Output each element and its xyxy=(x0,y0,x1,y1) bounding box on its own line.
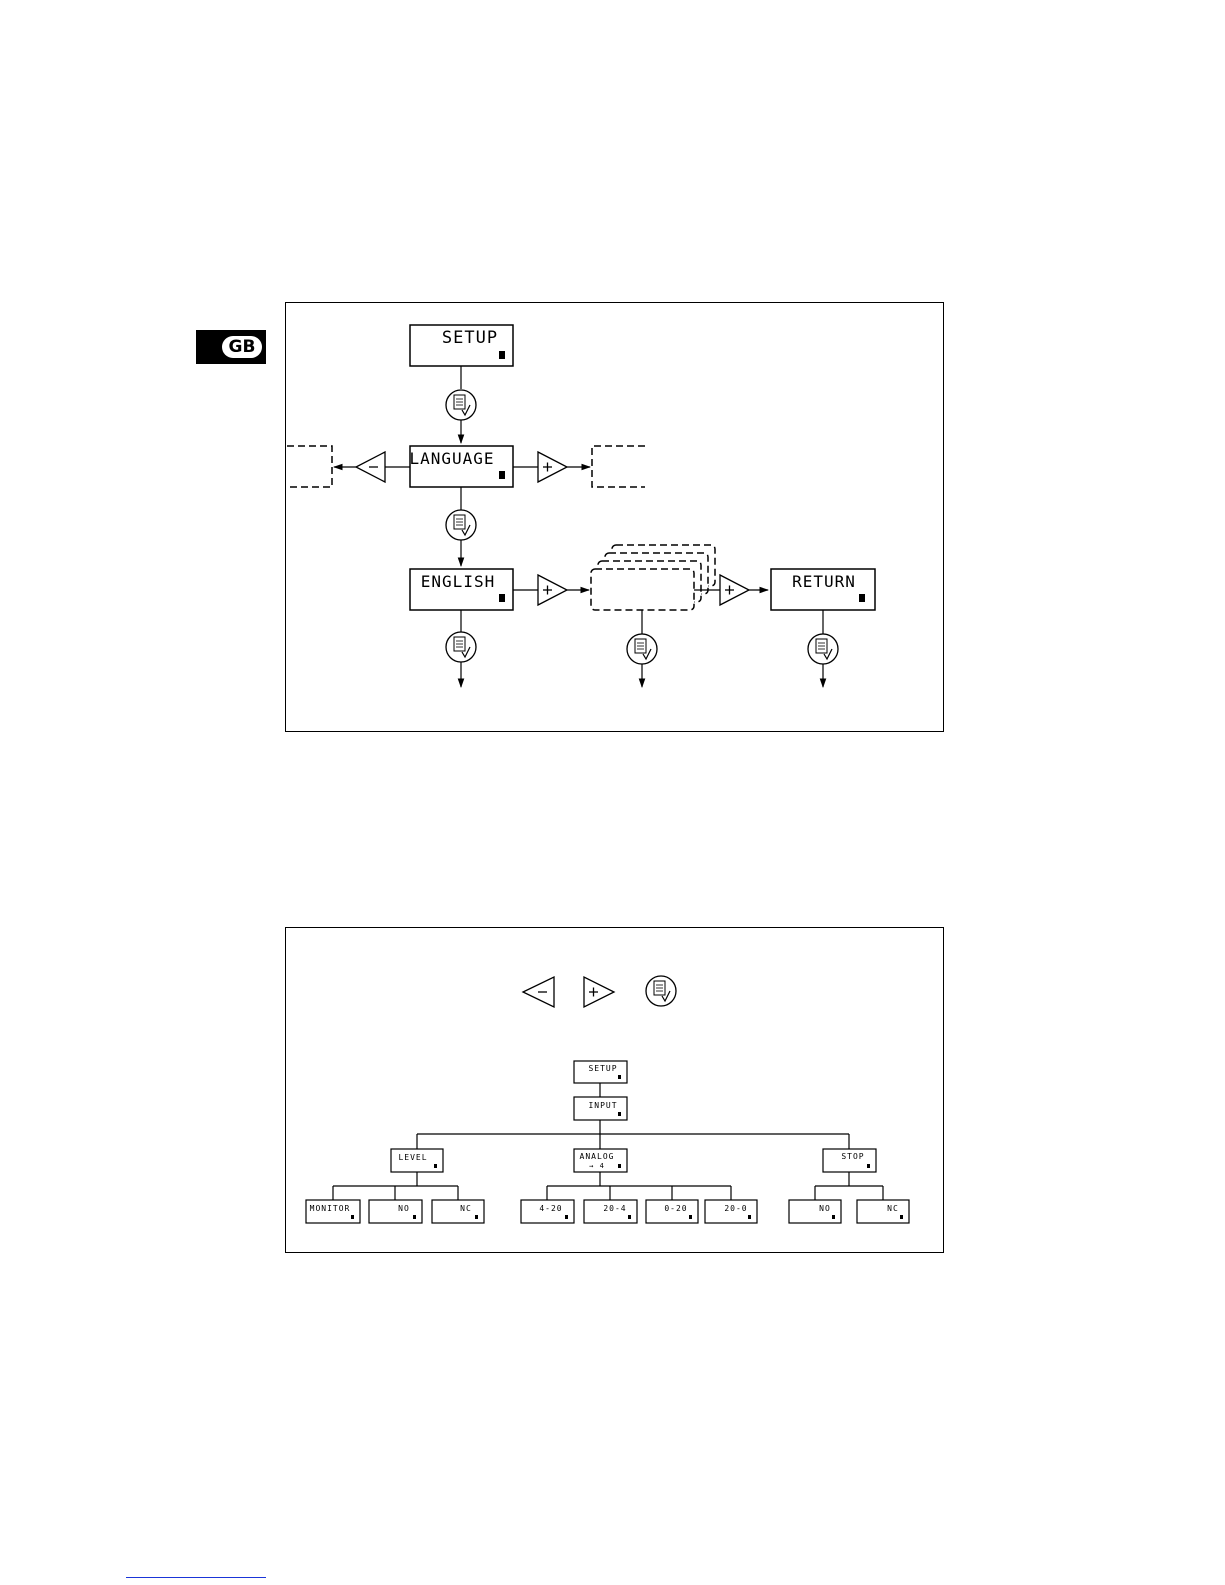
display-cursor-icon xyxy=(499,351,505,359)
language-display-label: LANGUAGE xyxy=(409,449,494,468)
tree-leaf-label: MONITOR xyxy=(310,1204,351,1213)
display-cursor-icon xyxy=(499,471,505,479)
minus-button-icon xyxy=(523,977,554,1007)
tree-leaf-label: NO xyxy=(819,1204,831,1213)
enter-button-icon xyxy=(446,510,476,540)
tree-analog-label: ANALOG xyxy=(580,1152,615,1161)
tree-setup-node: SETUP xyxy=(574,1061,627,1083)
tree-level-node: LEVEL xyxy=(391,1149,443,1172)
tree-leaf-label: NO xyxy=(398,1204,410,1213)
language-display: LANGUAGE xyxy=(409,446,513,487)
tree-analog-node: ANALOG → 4 xyxy=(574,1149,627,1172)
tree-leaf-label: 20-0 xyxy=(724,1204,747,1213)
minus-button-icon xyxy=(356,452,385,482)
tree-leaf-node: 4-20 xyxy=(521,1200,574,1223)
return-display: RETURN xyxy=(771,569,875,610)
tree-leaf-label: 0-20 xyxy=(664,1204,687,1213)
return-display-label: RETURN xyxy=(792,572,856,591)
display-cursor-icon xyxy=(859,594,865,602)
tree-leaf-node: NO xyxy=(369,1200,422,1223)
tree-leaf-node: NC xyxy=(857,1200,909,1223)
next-menu-dashed-box xyxy=(592,446,645,487)
english-display: ENGLISH xyxy=(410,569,513,610)
enter-button-icon xyxy=(446,390,476,420)
plus-button-icon xyxy=(538,575,567,605)
tree-leaf-label: NC xyxy=(887,1204,899,1213)
tree-leaf-node: MONITOR xyxy=(306,1200,360,1223)
tree-leaf-node: 0-20 xyxy=(646,1200,698,1223)
enter-button-icon xyxy=(808,634,838,664)
enter-button-icon xyxy=(627,634,657,664)
enter-button-icon xyxy=(446,632,476,662)
tree-input-node: INPUT xyxy=(574,1097,627,1120)
tree-leaf-node: NC xyxy=(432,1200,484,1223)
footer-link-underline xyxy=(126,1577,266,1578)
tree-leaf-node: 20-0 xyxy=(705,1200,757,1223)
setup-display-label: SETUP xyxy=(442,328,498,348)
tree-leaf-node: 20-4 xyxy=(584,1200,637,1223)
plus-button-icon xyxy=(720,575,749,605)
plus-button-icon xyxy=(538,452,567,482)
english-display-label: ENGLISH xyxy=(421,572,495,591)
other-languages-stack xyxy=(591,545,715,610)
tree-leaf-label: 4-20 xyxy=(539,1204,562,1213)
tree-leaf-label: 20-4 xyxy=(603,1204,626,1213)
tree-leaf-node: NO xyxy=(789,1200,841,1223)
tree-analog-sublabel: → 4 xyxy=(589,1162,605,1170)
display-cursor-icon xyxy=(499,594,505,602)
setup-display: SETUP xyxy=(410,325,513,366)
tree-stop-label: STOP xyxy=(841,1152,864,1161)
tree-setup-label: SETUP xyxy=(588,1064,617,1073)
tree-level-label: LEVEL xyxy=(398,1153,427,1162)
tree-stop-node: STOP xyxy=(823,1149,876,1172)
enter-button-icon xyxy=(646,976,676,1006)
tree-input-label: INPUT xyxy=(588,1101,617,1110)
previous-menu-dashed-box xyxy=(287,446,332,487)
plus-button-icon xyxy=(584,977,614,1007)
tree-leaf-label: NC xyxy=(460,1204,472,1213)
